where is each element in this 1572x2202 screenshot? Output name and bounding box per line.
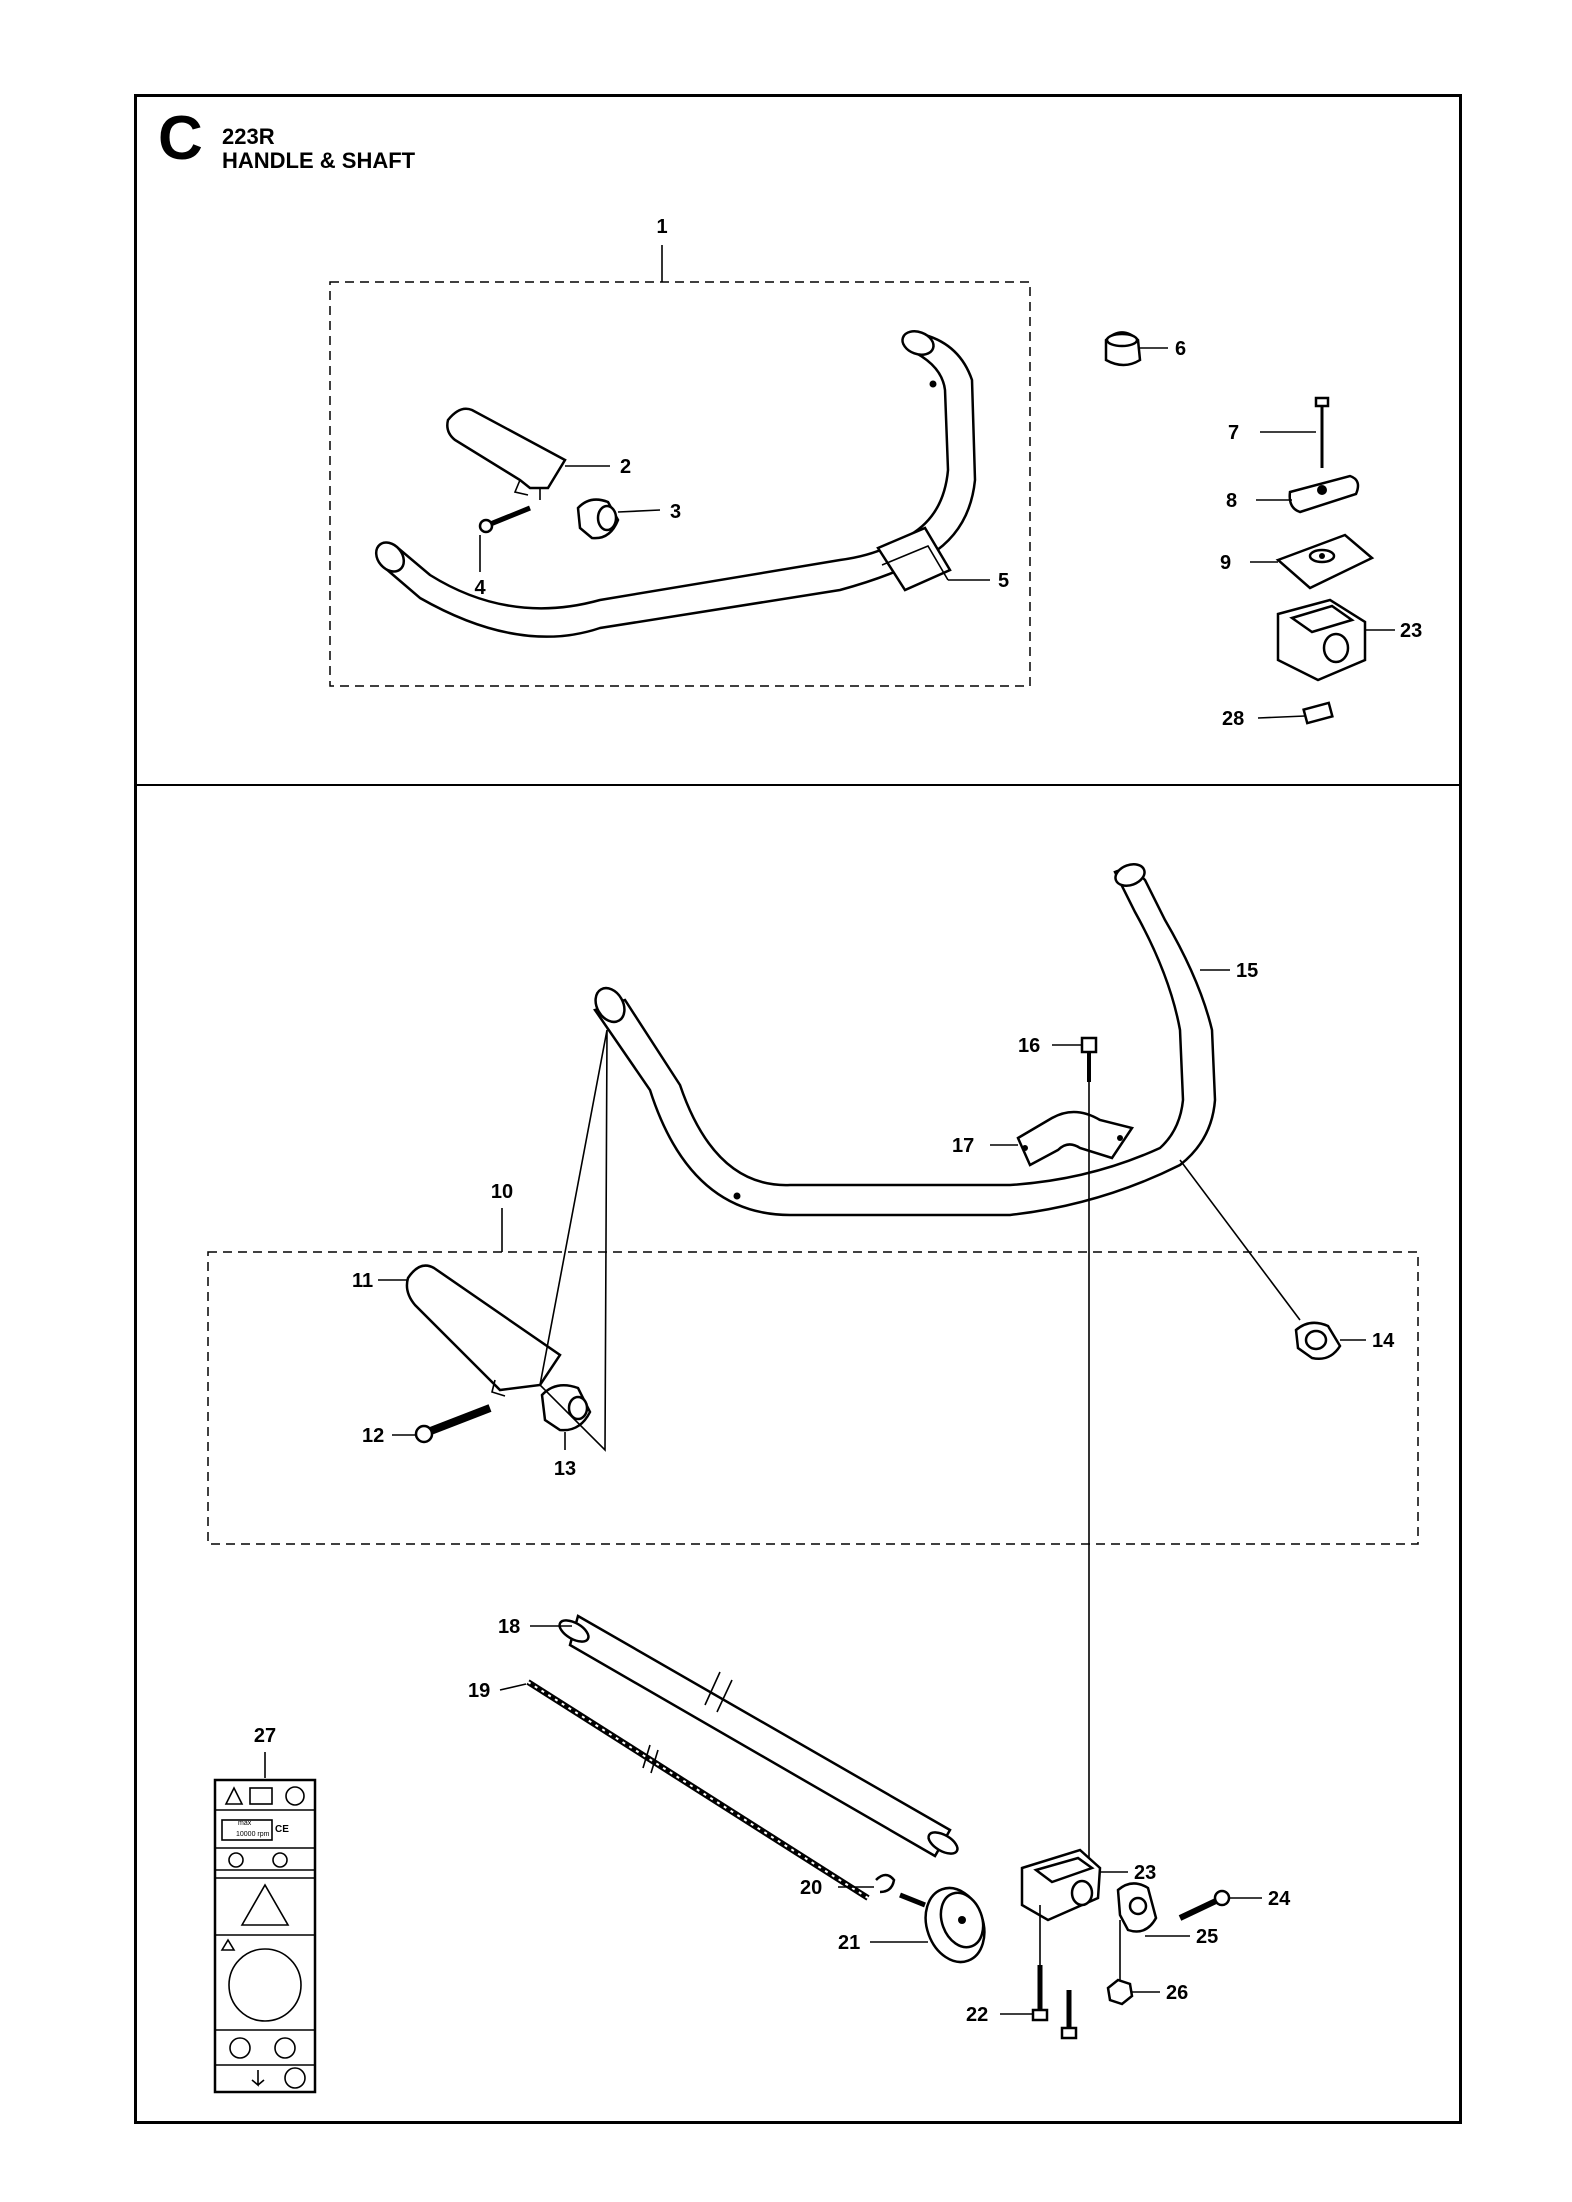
housing-23a: [1276, 598, 1367, 682]
page-title: HANDLE & SHAFT: [222, 148, 416, 173]
part-label-10: 10: [491, 1181, 513, 1203]
part-label-14: 14: [1372, 1330, 1395, 1352]
part-label-7: 7: [1228, 422, 1239, 444]
part-label-9: 9: [1220, 552, 1231, 574]
nut-28: [1302, 701, 1334, 725]
housing-23b: [1020, 1848, 1102, 1922]
part-label-17: 17: [952, 1135, 974, 1157]
diagram-frame: [134, 94, 1462, 2124]
part-label-18: 18: [498, 1616, 520, 1638]
part-label-26: 26: [1166, 1982, 1188, 2004]
part-label-4: 4: [474, 577, 486, 599]
part-label-27: 27: [254, 1725, 276, 1747]
leader-28: [1257, 715, 1306, 719]
part-label-22: 22: [966, 2004, 988, 2026]
part-label-28: 28: [1222, 708, 1244, 730]
part-label-23a: 23: [1400, 620, 1422, 642]
part-label-3: 3: [670, 501, 681, 523]
screws-22: [1031, 1905, 1078, 2040]
part-label-20: 20: [800, 1877, 822, 1899]
part-label-21: 21: [838, 1932, 860, 1954]
drive-shaft-19: [526, 1679, 870, 1901]
collar-6: [1104, 331, 1142, 367]
model-number: 223R: [222, 124, 275, 149]
leader-3: [617, 509, 661, 513]
part-label-15: 15: [1236, 960, 1258, 982]
clamp-13: [540, 1383, 592, 1432]
warning-decal-27: CE max 10000 rpm: [213, 1778, 317, 2094]
part-label-25: 25: [1196, 1926, 1218, 1948]
grip-2: [446, 407, 567, 500]
circlip-20: [875, 1873, 896, 1894]
clamp-3: [576, 498, 620, 540]
screw-4: [478, 505, 531, 534]
part-label-13: 13: [554, 1458, 576, 1480]
bolt-7: [1314, 396, 1330, 468]
cap-9: [1275, 533, 1375, 590]
ce-mark: CE: [275, 1824, 289, 1835]
clamp-14: [1294, 1321, 1342, 1360]
part-label-12: 12: [362, 1425, 384, 1447]
rpm-label: max: [238, 1820, 252, 1827]
loop-handle-1: [374, 330, 977, 638]
kit-box-1: [329, 281, 1031, 687]
bracket-17: [1016, 1110, 1135, 1167]
bracket-5: [876, 526, 952, 592]
part-label-19: 19: [468, 1680, 490, 1702]
leader-19: [499, 1683, 527, 1691]
assembly-line-handle: [539, 1029, 608, 1452]
section-divider: [134, 784, 1462, 786]
part-label-23b: 23: [1134, 1862, 1156, 1884]
part-label-2: 2: [620, 456, 631, 478]
part-label-16: 16: [1018, 1035, 1040, 1057]
nut-26: [1106, 1920, 1134, 2006]
part-label-11: 11: [352, 1270, 373, 1292]
screw-16: [1080, 1036, 1098, 1082]
clutch-drum-21: [899, 1886, 986, 1964]
grip-11: [405, 1264, 562, 1397]
rpm-value: 10000 rpm: [236, 1831, 270, 1838]
screw-24: [1178, 1889, 1231, 1921]
section-letter: C: [158, 104, 203, 173]
screw-12: [414, 1404, 492, 1444]
part-label-6: 6: [1175, 338, 1186, 360]
part-label-8: 8: [1226, 490, 1237, 512]
loop-handle-15: [593, 863, 1217, 1217]
assembly-line-clamp: [1179, 1159, 1301, 1321]
part-label-24: 24: [1268, 1888, 1291, 1910]
part-label-1: 1: [656, 216, 667, 238]
clamp-25: [1116, 1882, 1158, 1933]
knob-8: [1288, 474, 1360, 514]
kit-box-10: [207, 1251, 1419, 1545]
part-label-5: 5: [998, 570, 1009, 592]
